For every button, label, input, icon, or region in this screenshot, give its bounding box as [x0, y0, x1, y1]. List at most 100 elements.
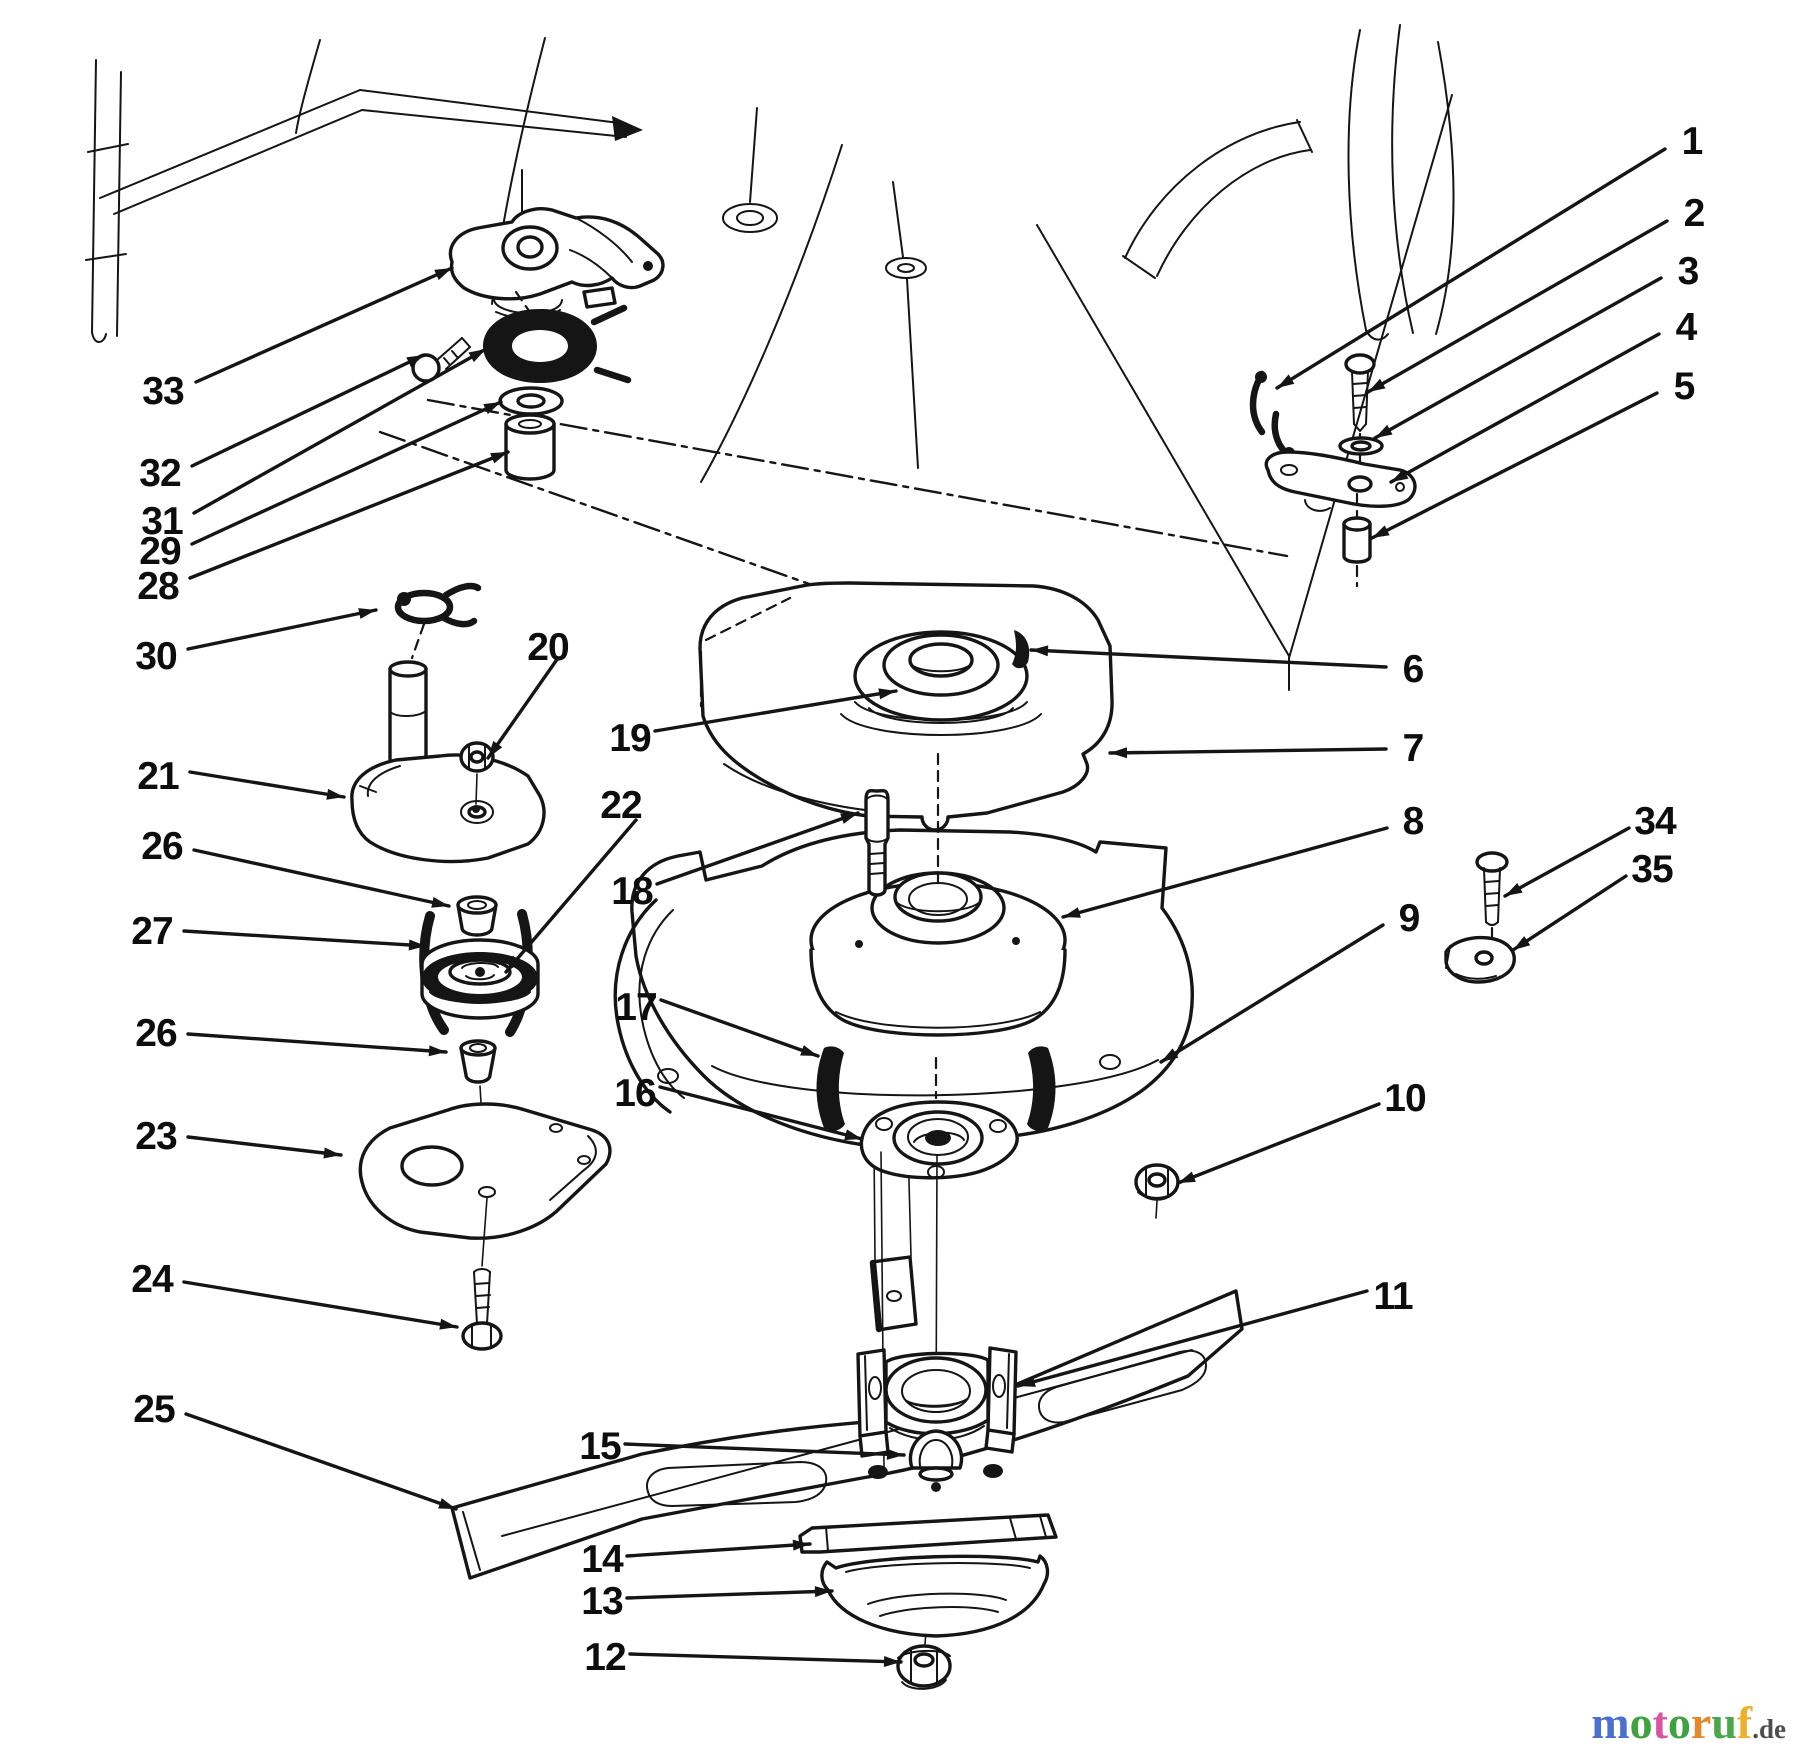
callout-leader-29: [190, 400, 503, 546]
callout-leader-19: [653, 689, 898, 733]
watermark-letter: t: [1652, 1697, 1668, 1748]
callout-label-24: 24: [131, 1258, 174, 1301]
callout-arrowhead-33: [434, 268, 452, 280]
part-pin-18: [864, 752, 940, 897]
part-nut-12: [896, 1644, 952, 1690]
callout-leader-2: [1366, 219, 1669, 394]
callout-label-15: 15: [579, 1425, 621, 1468]
part-brake-arm-4: [1264, 450, 1417, 508]
part-blade-driver: [856, 1346, 1018, 1458]
callout-arrowhead-6: [1031, 645, 1049, 657]
callout-leader-18: [655, 811, 860, 886]
watermark-letter: m: [1591, 1697, 1630, 1748]
part-bearing-retainer: [859, 1100, 1019, 1180]
part-brake-cover: [820, 1554, 1050, 1638]
callout-label-13: 13: [581, 1580, 623, 1623]
part-cluster-brake-link: [1249, 353, 1417, 588]
callout-label-34: 34: [1634, 800, 1677, 843]
callout-arrowhead-32: [406, 355, 424, 368]
callout-leader-26a: [192, 848, 451, 908]
callout-arrowhead-15: [886, 1448, 904, 1460]
part-idler-arm: [350, 660, 546, 864]
callout-label-32: 32: [139, 452, 181, 495]
part-cover-plate: [698, 581, 1114, 832]
watermark-letter: r: [1690, 1697, 1712, 1748]
callout-arrowhead-22: [506, 955, 522, 972]
callout-label-9: 9: [1399, 897, 1420, 940]
callout-label-26a: 26: [141, 825, 183, 868]
part-nut-20: [459, 741, 495, 813]
callouts-layer: 1234567891011121314151617181920212223242…: [131, 120, 1705, 1679]
callout-arrowhead-12: [883, 1656, 901, 1667]
part-spacer-28: [504, 413, 556, 481]
callout-arrowhead-21: [326, 788, 344, 800]
callout-leader-13: [625, 1589, 834, 1600]
callout-leader-30: [186, 608, 378, 651]
callout-leader-21: [188, 770, 346, 799]
callout-leader-7: [1108, 747, 1388, 755]
callout-leader-34: [1503, 826, 1631, 898]
part-clutch-drum: [809, 871, 1067, 1037]
part-pulley-and-belt: [419, 909, 540, 1037]
callout-label-21: 21: [137, 755, 179, 798]
callout-leader-28: [188, 450, 510, 580]
watermark-suffix: .de: [1752, 1714, 1786, 1744]
callout-leader-35: [1511, 874, 1628, 952]
callout-arrowhead-17: [800, 1045, 818, 1056]
part-brake-pads: [816, 1046, 1056, 1131]
callout-arrowhead-34: [1505, 883, 1523, 896]
callout-arrowhead-30: [358, 608, 376, 619]
callout-arrowhead-11: [1018, 1376, 1036, 1387]
callout-arrowhead-5: [1372, 525, 1390, 538]
part-support-bar: [798, 1513, 1058, 1554]
callout-arrowhead-1: [1277, 374, 1295, 388]
callout-label-18: 18: [611, 870, 653, 913]
part-bushing-26-upper: [456, 895, 498, 937]
part-spacer-5: [1342, 522, 1372, 564]
callout-label-27: 27: [131, 910, 172, 953]
callout-arrowhead-20: [488, 740, 503, 758]
callout-arrowhead-8: [1063, 907, 1081, 918]
deck-outline-top-right: [1036, 24, 1455, 691]
callout-leader-23: [186, 1135, 343, 1157]
watermark-logo[interactable]: motoruf.de: [1591, 1700, 1786, 1746]
part-bolt-34: [1475, 851, 1509, 946]
callout-arrowhead-14: [792, 1539, 810, 1551]
callout-leader-22: [504, 818, 638, 974]
callout-label-14: 14: [581, 1538, 624, 1581]
part-spring-31: [483, 304, 632, 384]
callout-label-19: 19: [609, 717, 651, 760]
callout-arrowhead-29: [483, 402, 501, 415]
callout-label-31: 31: [141, 500, 183, 543]
callout-label-6: 6: [1403, 648, 1424, 691]
callout-label-10: 10: [1384, 1077, 1426, 1120]
callout-label-16: 16: [614, 1072, 656, 1115]
callout-label-5: 5: [1674, 365, 1695, 408]
callout-leader-32: [190, 353, 426, 468]
callout-arrowhead-26a: [431, 896, 449, 908]
callout-arrowhead-31: [468, 349, 486, 363]
part-washer-29: [498, 386, 564, 416]
callout-leader-14: [625, 1542, 812, 1558]
part-bolt-2: [1344, 353, 1376, 375]
callout-label-3: 3: [1678, 250, 1699, 293]
callout-label-11: 11: [1373, 1275, 1413, 1318]
callout-label-2: 2: [1684, 192, 1705, 235]
part-bolt-24: [461, 1197, 503, 1351]
callout-leader-8: [1061, 826, 1389, 919]
watermark-letter: f: [1736, 1697, 1753, 1748]
part-blade-bolt: [908, 1429, 964, 1492]
part-pin-6: [1012, 630, 1030, 669]
part-clip-30: [394, 582, 482, 660]
callout-label-12: 12: [584, 1636, 626, 1679]
callout-leader-26b: [186, 1032, 448, 1054]
callout-label-29: 29: [139, 530, 181, 573]
callout-arrowhead-35: [1513, 936, 1531, 950]
callout-leader-33: [194, 266, 454, 384]
callout-label-25: 25: [133, 1388, 175, 1431]
callout-arrowhead-10: [1178, 1171, 1196, 1183]
callout-arrowhead-2: [1368, 378, 1386, 392]
watermark-letter: u: [1711, 1697, 1737, 1748]
